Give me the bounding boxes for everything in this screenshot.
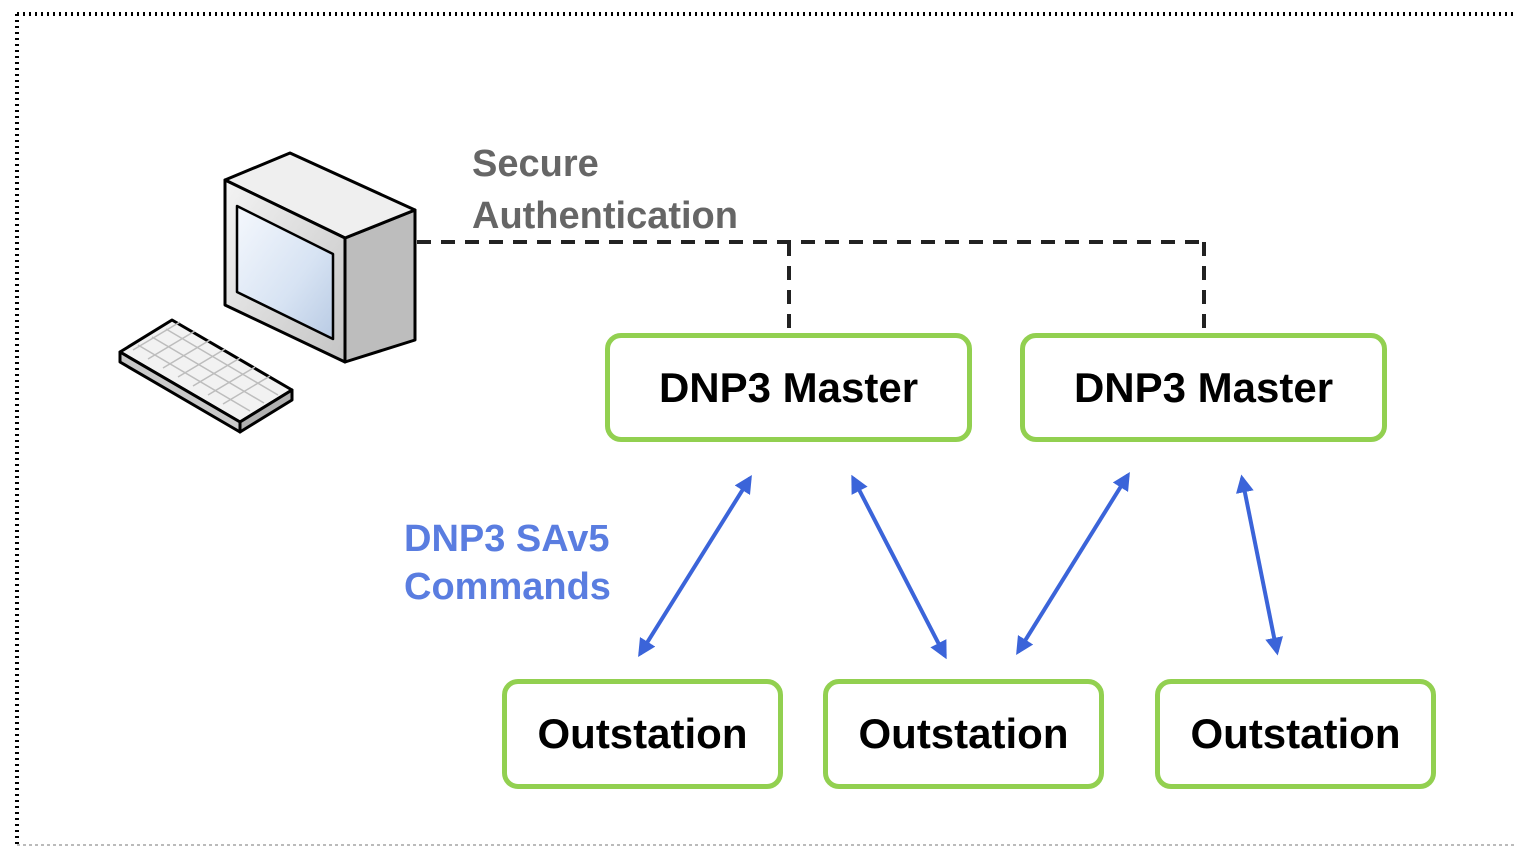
sav5-commands-line-2: Commands xyxy=(404,566,611,608)
arrow-master1-outstation2 xyxy=(851,474,947,660)
command-arrows xyxy=(638,471,1283,660)
arrow-master1-outstation1 xyxy=(638,474,752,658)
secure-authentication-label: Secure Authentication xyxy=(472,138,738,242)
dnp3-master-label-2: DNP3 Master xyxy=(1073,363,1334,411)
sav5-commands-line-1: DNP3 SAv5 xyxy=(404,518,610,560)
outstation-node-2: Outstation xyxy=(823,679,1104,789)
frame-border xyxy=(15,12,1515,847)
outstation-node-1: Outstation xyxy=(502,679,783,789)
dnp3-master-label-1: DNP3 Master xyxy=(658,363,919,411)
dnp3-master-node-2: DNP3 Master xyxy=(1020,333,1387,442)
arrow-master2-outstation2 xyxy=(1016,471,1130,656)
secure-auth-line-2: Authentication xyxy=(472,195,738,237)
arrow-master2-outstation3 xyxy=(1236,474,1283,656)
sav5-commands-label: DNP3 SAv5 Commands xyxy=(404,515,611,611)
dnp3-master-node-1: DNP3 Master xyxy=(605,333,972,442)
desktop-computer-icon xyxy=(223,151,417,364)
outstation-node-3: Outstation xyxy=(1155,679,1436,789)
secure-auth-link xyxy=(417,240,1206,337)
outstation-label-3: Outstation xyxy=(1190,710,1401,757)
secure-auth-line-1: Secure xyxy=(472,143,599,185)
outstation-label-2: Outstation xyxy=(858,710,1069,757)
outstation-label-1: Outstation xyxy=(537,710,748,757)
keyboard-icon xyxy=(118,318,294,434)
